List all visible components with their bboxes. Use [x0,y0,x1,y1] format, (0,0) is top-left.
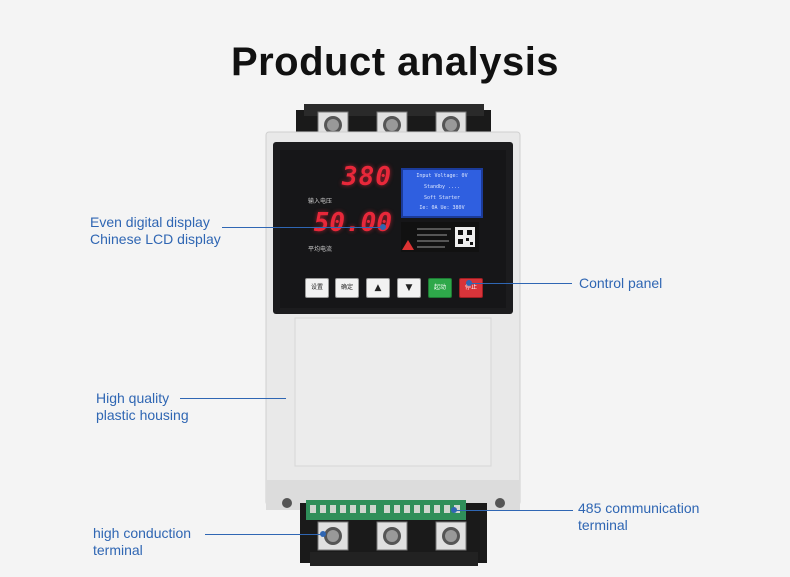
voltage-display: 380 [342,162,392,192]
bottom-terminal-block [300,500,487,566]
voltage-label: 输入电压 [308,198,333,205]
callout-display: Even digital display Chinese LCD display [90,214,221,248]
callout-line [222,227,382,228]
callout-text: 485 communication [578,500,700,516]
callout-line [455,510,573,511]
callout-text: Even digital display [90,214,210,230]
page-title: Product analysis [230,40,560,84]
callout-dot [451,507,457,513]
callout-line [180,398,286,399]
callout-text: plastic housing [96,407,189,423]
confirm-button[interactable]: 确定 [335,278,359,298]
callout-text: terminal [578,517,628,533]
set-button[interactable]: 设置 [305,278,329,298]
up-button[interactable]: ▲ [366,278,390,298]
start-button[interactable]: 起动 [428,278,452,298]
callout-text: terminal [93,542,143,558]
callout-communication: 485 communication terminal [578,500,699,534]
cover-plate [294,317,492,467]
lcd-display: Input Voltage: 0V Standby .... Soft Star… [401,168,483,218]
current-label: 平均电流 [308,246,333,253]
callout-text: Chinese LCD display [90,231,221,247]
callout-text: High quality [96,390,170,406]
down-button[interactable]: ▼ [397,278,421,298]
callout-line [470,283,572,284]
callout-terminal: high conduction terminal [93,525,191,559]
callout-dot [320,531,326,537]
callout-dot [380,224,386,230]
callout-housing: High quality plastic housing [96,390,189,424]
callout-text: high conduction [93,525,192,541]
current-display: 50.00 [313,208,392,238]
lcd-line: Soft Starter [423,195,461,201]
callout-control-panel: Control panel [579,275,663,291]
lcd-line: Standby .... [423,184,461,190]
lcd-line: Input Voltage: 0V [416,173,468,179]
callout-line [205,534,321,535]
lcd-line: Ie: 0A Ue: 380V [419,205,465,211]
callout-dot [466,280,472,286]
